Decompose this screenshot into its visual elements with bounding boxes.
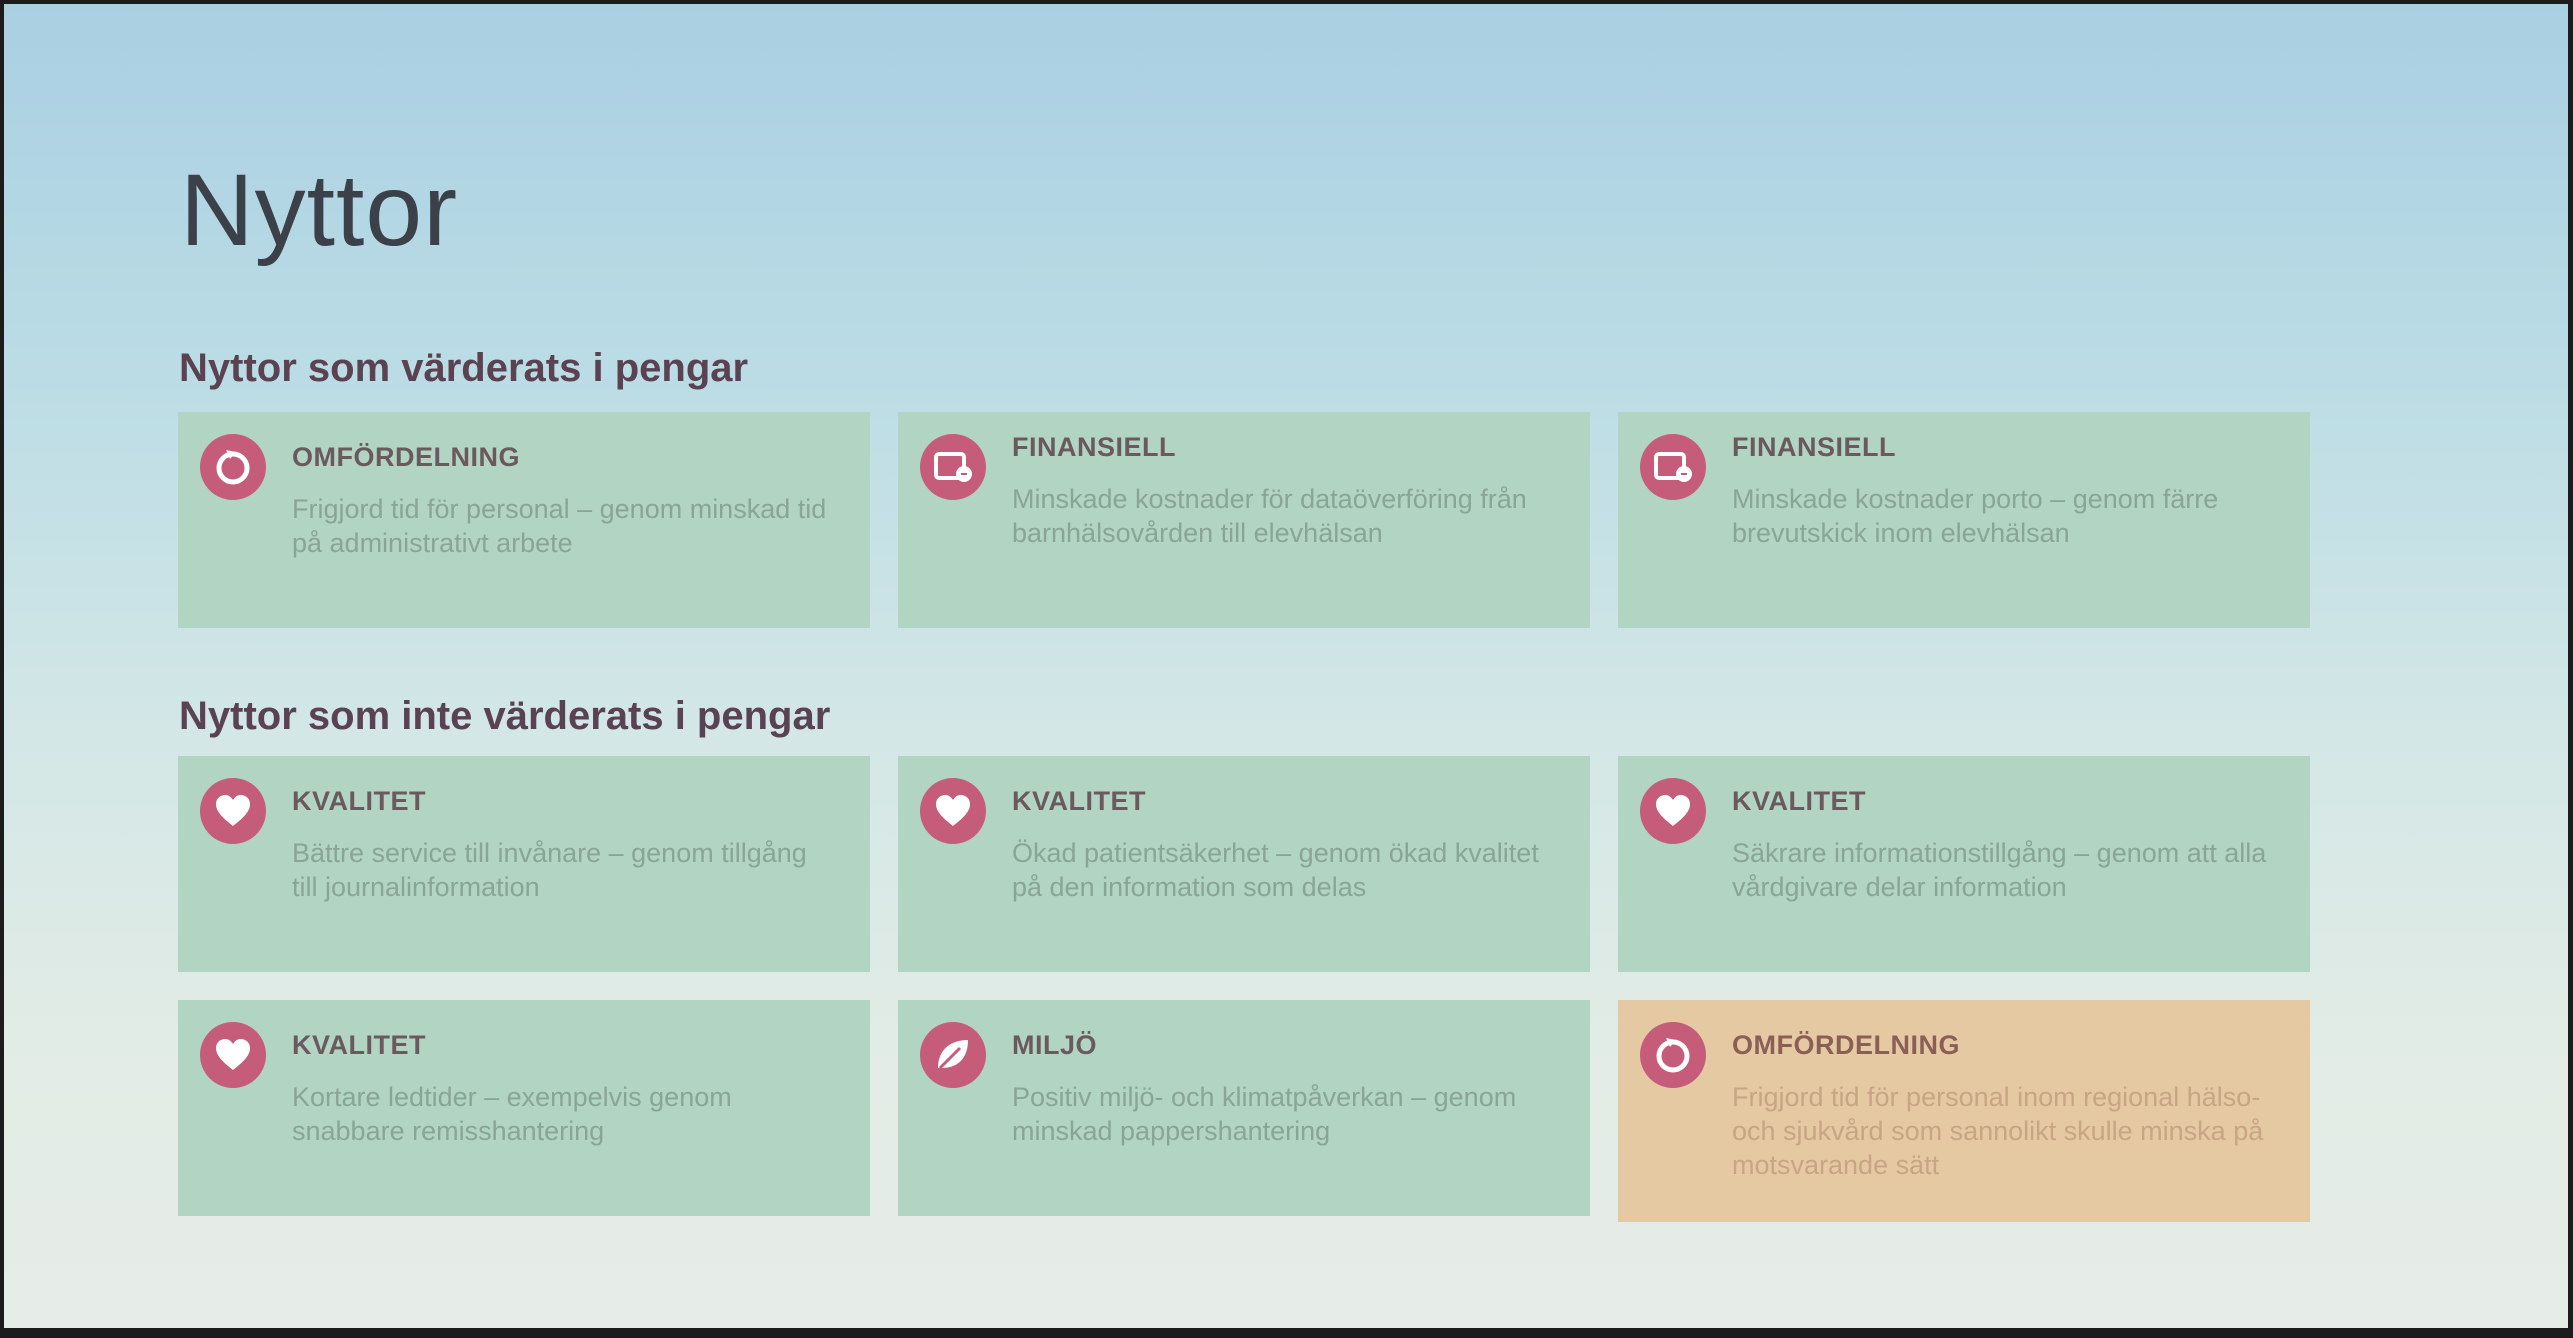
finance-icon (920, 434, 986, 500)
heart-icon (200, 778, 266, 844)
benefit-card-environment: MILJÖ Positiv miljö- och klimatpåverkan … (898, 1000, 1590, 1216)
heart-icon (200, 1022, 266, 1088)
section-heading-nonmonetary: Nyttor som inte värderats i pengar (179, 694, 831, 738)
benefit-card-quality-2: KVALITET Ökad patientsäkerhet – genom ök… (898, 756, 1590, 972)
leaf-icon (920, 1022, 986, 1088)
slide-title: Nyttor (180, 153, 459, 267)
heart-icon (1640, 778, 1706, 844)
benefit-card-redistribution: OMFÖRDELNING Frigjord tid för personal –… (178, 412, 870, 628)
heart-icon (920, 778, 986, 844)
card-description: Ökad patientsäkerhet – genom ökad kvalit… (1012, 838, 1539, 902)
benefit-card-quality-1: KVALITET Bättre service till invånare – … (178, 756, 870, 972)
card-category: KVALITET (292, 1030, 426, 1060)
presentation-slide: Nyttor Nyttor som värderats i pengar OMF… (4, 4, 2568, 1328)
card-description: Minskade kostnader för dataöverföring fr… (1012, 484, 1527, 548)
card-category: MILJÖ (1012, 1030, 1098, 1060)
card-category: KVALITET (1732, 786, 1866, 816)
benefit-card-finance-1: FINANSIELL Minskade kostnader för dataöv… (898, 412, 1590, 628)
card-category: KVALITET (292, 786, 426, 816)
card-description: Bättre service till invånare – genom til… (292, 838, 807, 902)
benefit-card-quality-3: KVALITET Säkrare informationstillgång – … (1618, 756, 2310, 972)
finance-icon (1640, 434, 1706, 500)
redistribution-icon (1640, 1022, 1706, 1088)
card-description: Säkrare informationstillgång – genom att… (1732, 838, 2267, 902)
benefit-card-quality-4: KVALITET Kortare ledtider – exempelvis g… (178, 1000, 870, 1216)
redistribution-icon (200, 434, 266, 500)
card-category: KVALITET (1012, 786, 1146, 816)
card-description: Positiv miljö- och klimatpåverkan – geno… (1012, 1082, 1517, 1146)
card-category: FINANSIELL (1732, 432, 1896, 462)
benefit-card-finance-2: FINANSIELL Minskade kostnader porto – ge… (1618, 412, 2310, 628)
card-description: Frigjord tid för personal inom regional … (1732, 1082, 2264, 1180)
card-category: OMFÖRDELNING (292, 442, 520, 472)
card-description: Minskade kostnader porto – genom färre b… (1732, 484, 2219, 548)
benefit-card-redistribution-regional: OMFÖRDELNING Frigjord tid för personal i… (1618, 1000, 2310, 1222)
card-description: Frigjord tid för personal – genom minska… (292, 494, 827, 558)
section-heading-monetary: Nyttor som värderats i pengar (179, 346, 749, 390)
card-description: Kortare ledtider – exempelvis genom snab… (292, 1082, 732, 1146)
card-category: FINANSIELL (1012, 432, 1176, 462)
card-category: OMFÖRDELNING (1732, 1030, 1960, 1060)
